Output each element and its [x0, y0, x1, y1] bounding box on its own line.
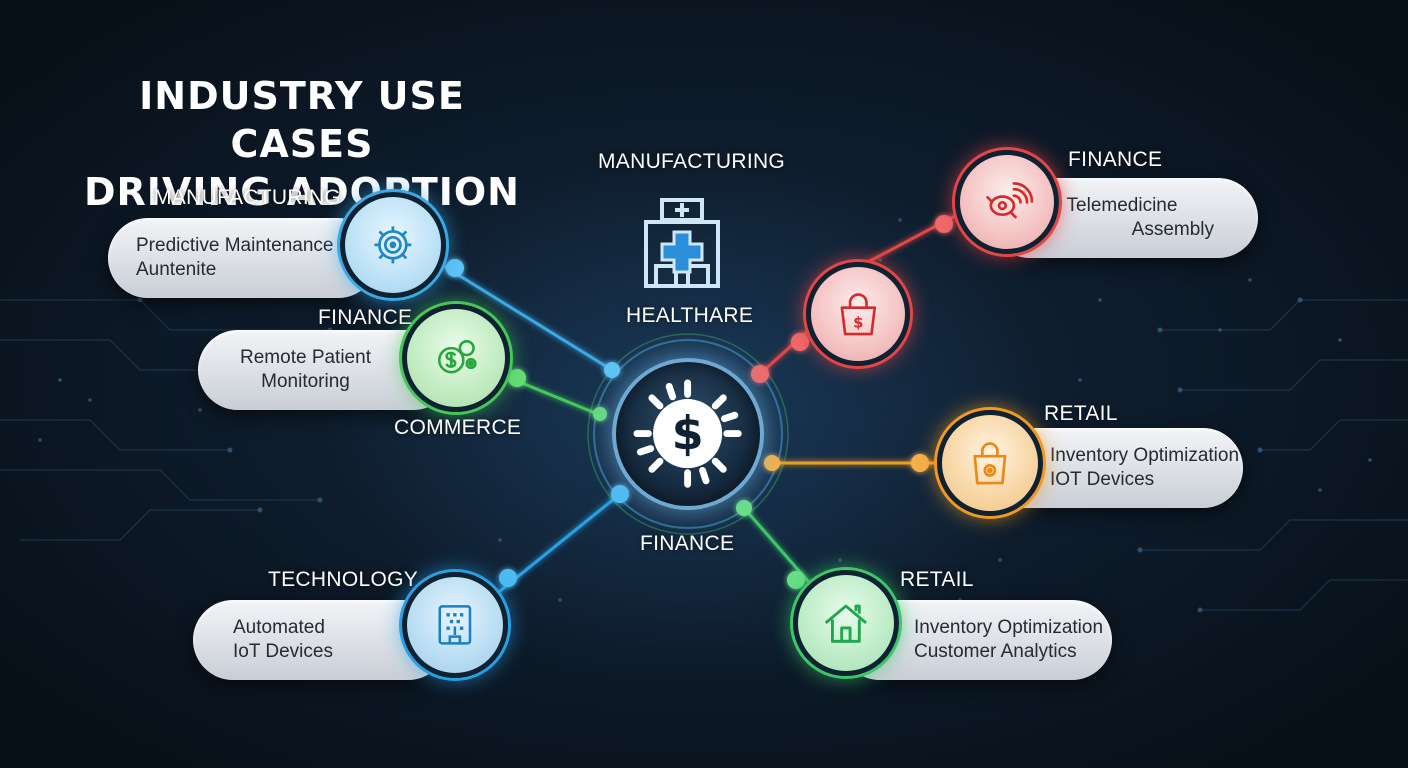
dot-red-mid — [791, 333, 809, 351]
house-icon — [793, 570, 899, 676]
hospital-icon — [640, 192, 724, 290]
retail-bottom-line1: Inventory Optimization — [914, 617, 1104, 638]
manufacturing-left-line2: Auntenite — [136, 259, 217, 280]
retail-bottom-category: RETAIL — [900, 568, 974, 591]
finance-left-line2: Monitoring — [261, 371, 350, 392]
svg-text:$: $ — [672, 407, 704, 461]
commerce-label: COMMERCE — [394, 416, 522, 439]
technology-category: TECHNOLOGY — [268, 568, 419, 591]
shopping-bag-icon — [937, 410, 1043, 516]
dot-manufacturing — [446, 259, 464, 277]
shopping-bag-dollar-icon: $ — [806, 262, 910, 366]
dot-center-cyan — [611, 485, 629, 503]
dot-center-blue — [604, 362, 620, 378]
finance-left-line1: Remote Patient — [240, 347, 371, 368]
technology-line2: IoT Devices — [233, 641, 333, 662]
technology-line1: Automated — [233, 617, 325, 638]
healthcare-top-category: MANUFACTURING — [598, 150, 786, 173]
retail-right-category: RETAIL — [1044, 402, 1118, 425]
dot-center-green — [593, 407, 607, 421]
remote-signal-icon — [955, 150, 1059, 254]
coins-icon — [402, 304, 510, 412]
circuit-device-icon — [402, 572, 508, 678]
manufacturing-left-line1: Predictive Maintenance — [136, 235, 334, 256]
manufacturing-left-category: MANUFACTURING — [154, 186, 342, 209]
retail-bottom-line2: Customer Analytics — [914, 641, 1077, 662]
dot-center-orange — [764, 455, 780, 471]
dot-technology — [499, 569, 517, 587]
finance-left-category: FINANCE — [318, 306, 413, 329]
manufacturing-left-card: Predictive Maintenance Auntenite — [108, 218, 378, 298]
finance-right-line2: Assembly — [1131, 219, 1214, 240]
finance-right-line1: Telemedicine — [1066, 195, 1178, 216]
center-hub: $ — [612, 358, 764, 510]
gear-icon — [340, 192, 446, 298]
dot-center-lime — [736, 500, 752, 516]
title-line-1: INDUSTRY USE CASES — [139, 74, 465, 166]
dot-retail-bottom — [787, 571, 805, 589]
dot-retail-right — [911, 454, 929, 472]
center-label: FINANCE — [640, 532, 735, 555]
dot-finance-left — [508, 369, 526, 387]
title-line-2: DRIVING ADOPTION — [84, 170, 520, 214]
finance-right-category: FINANCE — [1068, 148, 1163, 171]
dot-center-red — [751, 365, 769, 383]
dot-red-top — [935, 215, 953, 233]
retail-right-line2: IOT Devices — [1050, 469, 1155, 490]
svg-text:$: $ — [853, 314, 863, 331]
healthcare-bottom-category: HEALTHARE — [626, 304, 754, 327]
diagram-title: INDUSTRY USE CASES DRIVING ADOPTION — [82, 72, 522, 216]
center-orbit-ring — [593, 339, 783, 529]
dollar-burst-icon: $ — [633, 379, 743, 489]
retail-right-line1: Inventory Optimization — [1050, 445, 1240, 466]
